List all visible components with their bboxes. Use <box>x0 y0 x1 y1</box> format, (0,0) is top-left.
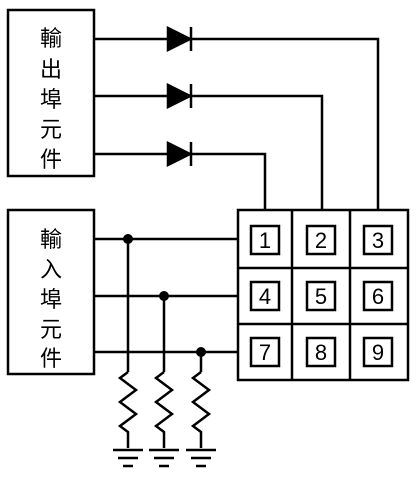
key-box-2 <box>305 224 337 256</box>
junction-dot-1 <box>123 234 133 244</box>
output-line-1 <box>192 152 267 210</box>
key-box-8 <box>305 336 337 368</box>
ground-symbol-1 <box>113 448 143 468</box>
key-label-7: 7 <box>259 340 271 365</box>
key-label-2: 2 <box>315 228 327 253</box>
key-box-6 <box>362 280 394 312</box>
key-box-9 <box>362 336 394 368</box>
output-box-char: 件 <box>40 148 62 173</box>
key-box-4 <box>249 280 281 312</box>
output-line-2 <box>192 94 324 210</box>
input-port-box <box>6 208 96 376</box>
input-box-char: 元 <box>40 318 62 343</box>
resistor-2 <box>153 371 175 448</box>
key-label-5: 5 <box>315 284 327 309</box>
output-box-char: 埠 <box>40 88 62 113</box>
key-box-7 <box>249 336 281 368</box>
key-box-1 <box>249 224 281 256</box>
output-box-char: 出 <box>40 58 62 83</box>
key-box-3 <box>362 224 394 256</box>
input-box-char: 埠 <box>40 288 62 313</box>
key-label-1: 1 <box>259 228 271 253</box>
diode-2 <box>166 82 193 110</box>
ground-symbol-2 <box>149 448 179 468</box>
resistor-3 <box>190 371 212 448</box>
key-label-6: 6 <box>372 284 384 309</box>
key-label-3: 3 <box>372 228 384 253</box>
diode-1 <box>166 25 193 53</box>
output-box-char: 元 <box>40 118 62 143</box>
resistor-1 <box>117 371 139 448</box>
input-box-char: 入 <box>40 258 62 283</box>
input-box-char: 件 <box>40 347 62 372</box>
key-label-4: 4 <box>259 284 271 309</box>
input-box-char: 輸 <box>40 228 62 253</box>
ground-symbol-3 <box>186 448 216 468</box>
key-label-8: 8 <box>315 340 327 365</box>
key-label-9: 9 <box>372 340 384 365</box>
diode-3 <box>166 140 193 168</box>
junction-dot-2 <box>159 291 169 301</box>
output-box-char: 輸 <box>40 27 62 52</box>
key-box-5 <box>305 280 337 312</box>
junction-dot-3 <box>196 347 206 357</box>
output-line-3 <box>192 37 380 210</box>
output-port-box <box>6 8 96 178</box>
